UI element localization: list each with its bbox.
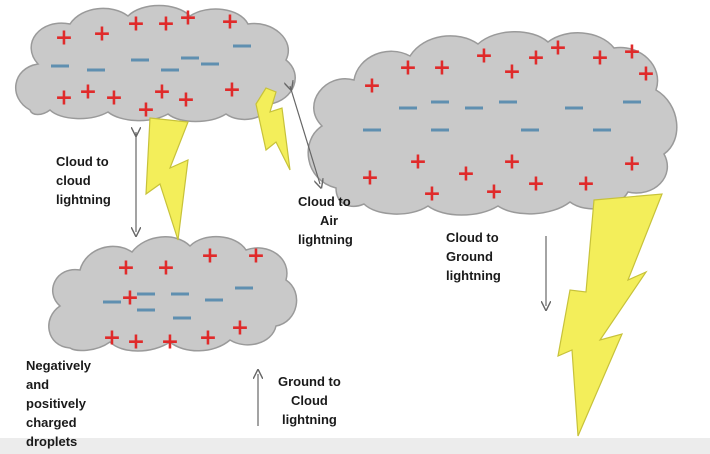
positive-charge-icon: + bbox=[137, 98, 155, 123]
positive-charge-icon: + bbox=[199, 326, 217, 351]
bolt-cloud-to-cloud bbox=[145, 117, 189, 241]
positive-charge-icon: + bbox=[231, 316, 249, 341]
positive-charge-icon: + bbox=[527, 46, 545, 71]
negative-charge-icon bbox=[399, 106, 417, 110]
positive-charge-icon: + bbox=[153, 80, 171, 105]
negative-charge-icon bbox=[131, 58, 149, 62]
charges-layer: ++++++++++++++++++++++++++++++++++++++++… bbox=[51, 6, 655, 355]
positive-charge-icon: + bbox=[637, 62, 655, 87]
bolt-cloud-to-air bbox=[255, 87, 291, 171]
positive-charge-icon: + bbox=[433, 56, 451, 81]
positive-charge-icon: + bbox=[623, 40, 641, 65]
negative-charge-icon bbox=[181, 56, 199, 60]
positive-charge-icon: + bbox=[105, 86, 123, 111]
cloud-top-left bbox=[15, 4, 296, 123]
positive-charge-icon: + bbox=[157, 256, 175, 281]
positive-charge-icon: + bbox=[623, 152, 641, 177]
negative-charge-icon bbox=[201, 62, 219, 66]
positive-charge-icon: + bbox=[103, 326, 121, 351]
positive-charge-icon: + bbox=[363, 74, 381, 99]
negative-charge-icon bbox=[565, 106, 583, 110]
positive-charge-icon: + bbox=[457, 162, 475, 187]
positive-charge-icon: + bbox=[221, 10, 239, 35]
negative-charge-icon bbox=[205, 298, 223, 302]
positive-charge-icon: + bbox=[247, 244, 265, 269]
positive-charge-icon: + bbox=[127, 12, 145, 37]
positive-charge-icon: + bbox=[409, 150, 427, 175]
label-cloud-to-air: Cloud to Air lightning bbox=[298, 194, 353, 247]
positive-charge-icon: + bbox=[177, 88, 195, 113]
positive-charge-icon: + bbox=[423, 182, 441, 207]
positive-charge-icon: + bbox=[399, 56, 417, 81]
positive-charge-icon: + bbox=[157, 12, 175, 37]
positive-charge-icon: + bbox=[161, 330, 179, 355]
negative-charge-icon bbox=[431, 128, 449, 132]
cloud-right bbox=[307, 31, 678, 216]
negative-charge-icon bbox=[465, 106, 483, 110]
negative-charge-icon bbox=[161, 68, 179, 72]
positive-charge-icon: + bbox=[361, 166, 379, 191]
negative-charge-icon bbox=[173, 316, 191, 320]
negative-charge-icon bbox=[103, 300, 121, 304]
negative-charge-icon bbox=[233, 44, 251, 48]
positive-charge-icon: + bbox=[223, 78, 241, 103]
positive-charge-icon: + bbox=[591, 46, 609, 71]
positive-charge-icon: + bbox=[55, 86, 73, 111]
label-cloud-to-cloud: Cloud to cloud lightning bbox=[56, 154, 111, 207]
positive-charge-icon: + bbox=[121, 286, 139, 311]
positive-charge-icon: + bbox=[179, 6, 197, 31]
negative-charge-icon bbox=[623, 100, 641, 104]
arrow-cloud-to-air bbox=[290, 86, 320, 184]
positive-charge-icon: + bbox=[527, 172, 545, 197]
negative-charge-icon bbox=[363, 128, 381, 132]
positive-charge-icon: + bbox=[201, 244, 219, 269]
positive-charge-icon: + bbox=[475, 44, 493, 69]
label-droplets: Negatively and positively charged drople… bbox=[26, 358, 92, 449]
negative-charge-icon bbox=[499, 100, 517, 104]
negative-charge-icon bbox=[431, 100, 449, 104]
positive-charge-icon: + bbox=[577, 172, 595, 197]
negative-charge-icon bbox=[51, 64, 69, 68]
label-cloud-to-ground: Cloud to Ground lightning bbox=[446, 230, 501, 283]
positive-charge-icon: + bbox=[55, 26, 73, 51]
positive-charge-icon: + bbox=[79, 80, 97, 105]
label-ground-to-cloud: Ground to Cloud lightning bbox=[278, 374, 341, 427]
negative-charge-icon bbox=[521, 128, 539, 132]
positive-charge-icon: + bbox=[503, 60, 521, 85]
bolt-cloud-to-ground bbox=[557, 193, 663, 437]
negative-charge-icon bbox=[171, 292, 189, 296]
positive-charge-icon: + bbox=[503, 150, 521, 175]
negative-charge-icon bbox=[235, 286, 253, 290]
positive-charge-icon: + bbox=[117, 256, 135, 281]
ground-strip bbox=[0, 438, 710, 454]
negative-charge-icon bbox=[137, 292, 155, 296]
negative-charge-icon bbox=[137, 308, 155, 312]
positive-charge-icon: + bbox=[93, 22, 111, 47]
negative-charge-icon bbox=[593, 128, 611, 132]
positive-charge-icon: + bbox=[485, 180, 503, 205]
negative-charge-icon bbox=[87, 68, 105, 72]
positive-charge-icon: + bbox=[127, 330, 145, 355]
positive-charge-icon: + bbox=[549, 36, 567, 61]
